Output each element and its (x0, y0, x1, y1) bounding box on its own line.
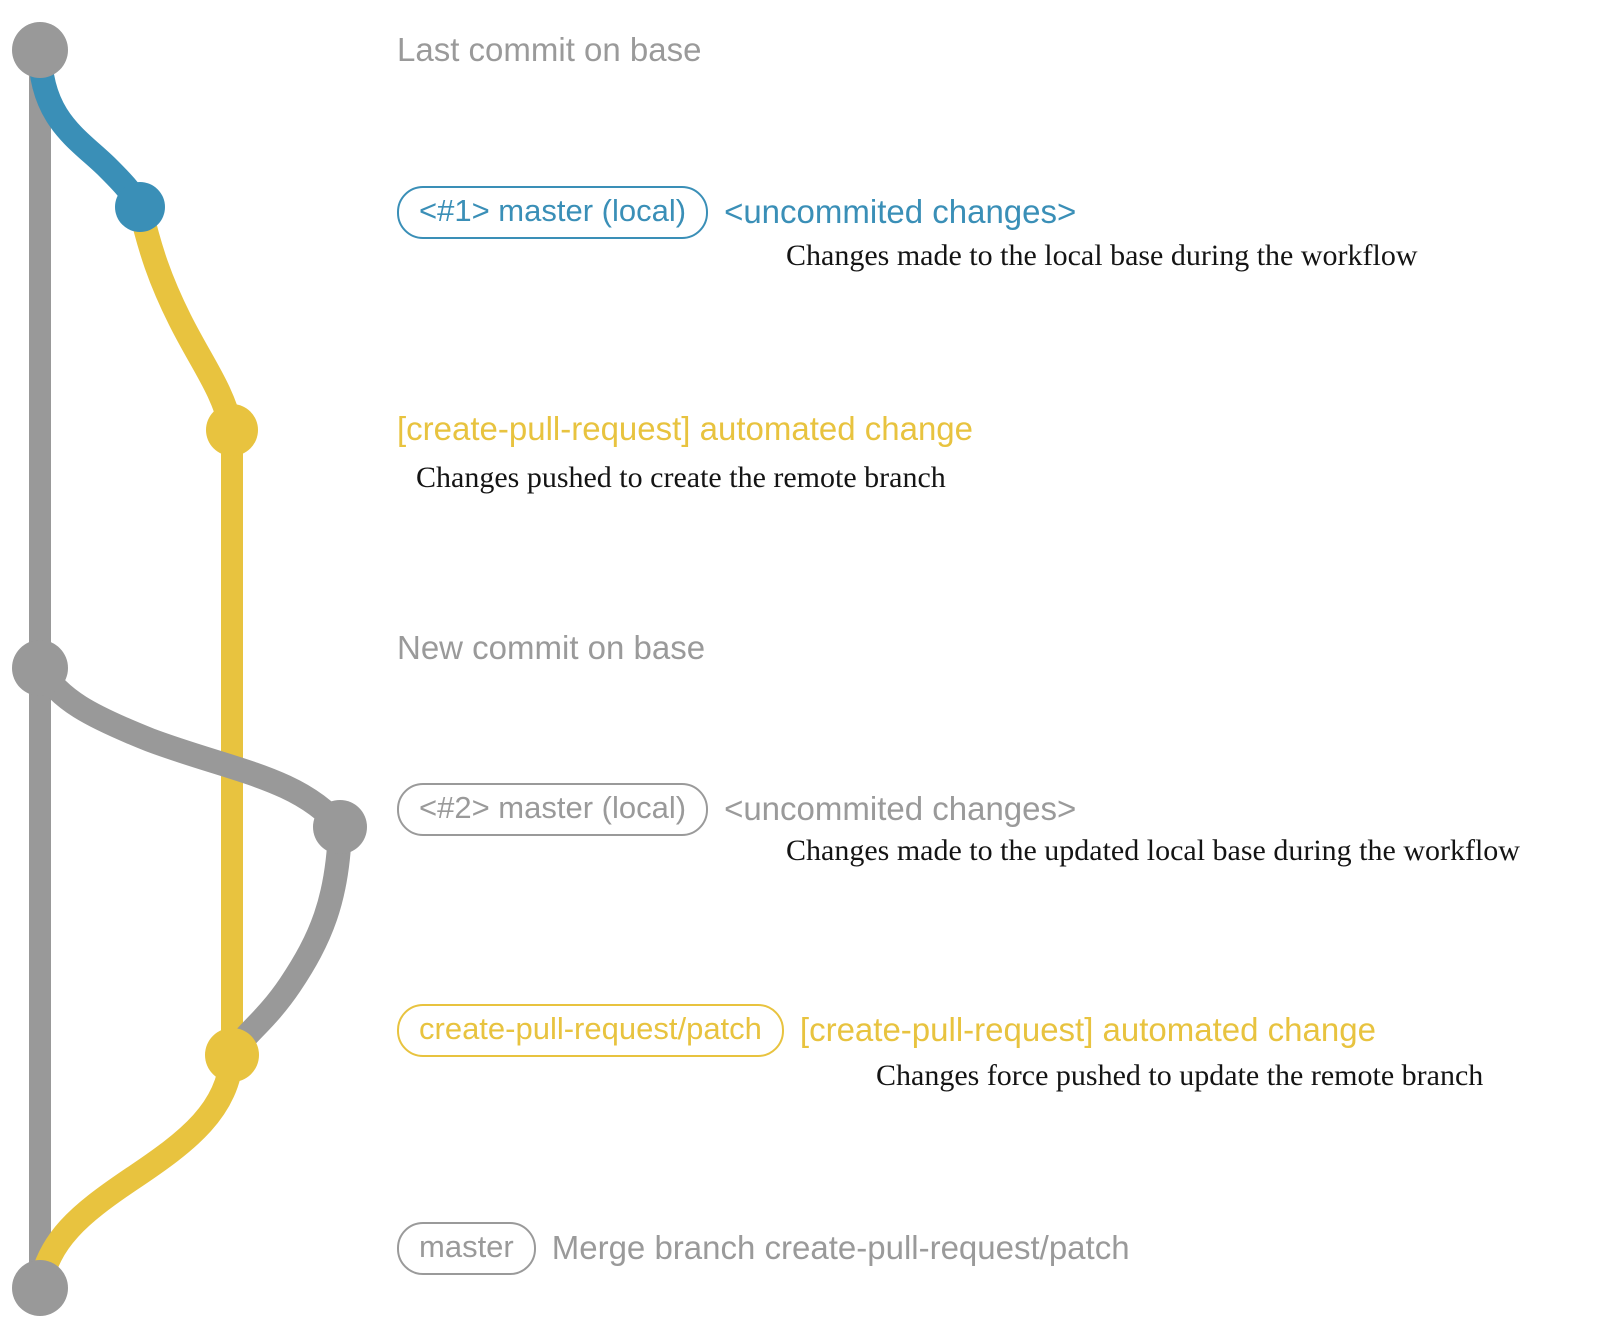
ref-badge-master-local-2[interactable]: <#2> master (local) (397, 783, 709, 836)
ref-badge-master-local-1[interactable]: <#1> master (local) (397, 186, 709, 239)
commit-node-local-2[interactable] (313, 800, 367, 854)
ref-badge-create-pull-request-patch[interactable]: create-pull-request/patch (397, 1004, 784, 1057)
label-last-commit-on-base: Last commit on base (397, 31, 702, 68)
label-automated-change-1: [create-pull-request] automated change (397, 410, 974, 447)
annotation-local-1: <#1> master (local) <uncommited changes> (397, 186, 1076, 239)
commit-node-local-1[interactable] (115, 182, 165, 232)
commit-graph-lanes (12, 22, 367, 1316)
description-local-2: Changes made to the updated local base d… (786, 834, 1520, 867)
label-new-commit-on-base: New commit on base (397, 629, 706, 666)
local-branch-line-gray (28, 656, 352, 839)
description-patch-1: Changes pushed to create the remote bran… (416, 461, 946, 494)
commit-node-patch-1[interactable] (206, 404, 258, 456)
commit-node-base-2[interactable] (12, 640, 68, 696)
commit-subject-merge: Merge branch create-pull-request/patch (551, 1228, 1130, 1266)
annotation-merge: master Merge branch create-pull-request/p… (397, 1222, 1130, 1275)
description-patch-2: Changes force pushed to update the remot… (876, 1059, 1484, 1092)
commit-subject-local-1: <uncommited changes> (724, 192, 1077, 230)
commit-node-merge[interactable] (12, 1260, 68, 1316)
commit-subject-local-2: <uncommited changes> (724, 789, 1077, 827)
annotation-patch-2: create-pull-request/patch [create-pull-re… (397, 1004, 1376, 1057)
commit-subject-patch-2: [create-pull-request] automated change (799, 1010, 1376, 1048)
patch-merge-line (28, 1043, 244, 1300)
commit-node-patch-2[interactable] (205, 1028, 259, 1082)
patch-branch-line-upper (128, 195, 244, 442)
ref-badge-master[interactable]: master (397, 1222, 536, 1275)
annotation-local-2: <#2> master (local) <uncommited changes> (397, 783, 1076, 836)
description-local-1: Changes made to the local base during th… (786, 239, 1418, 272)
commit-node-base-1[interactable] (12, 22, 68, 78)
